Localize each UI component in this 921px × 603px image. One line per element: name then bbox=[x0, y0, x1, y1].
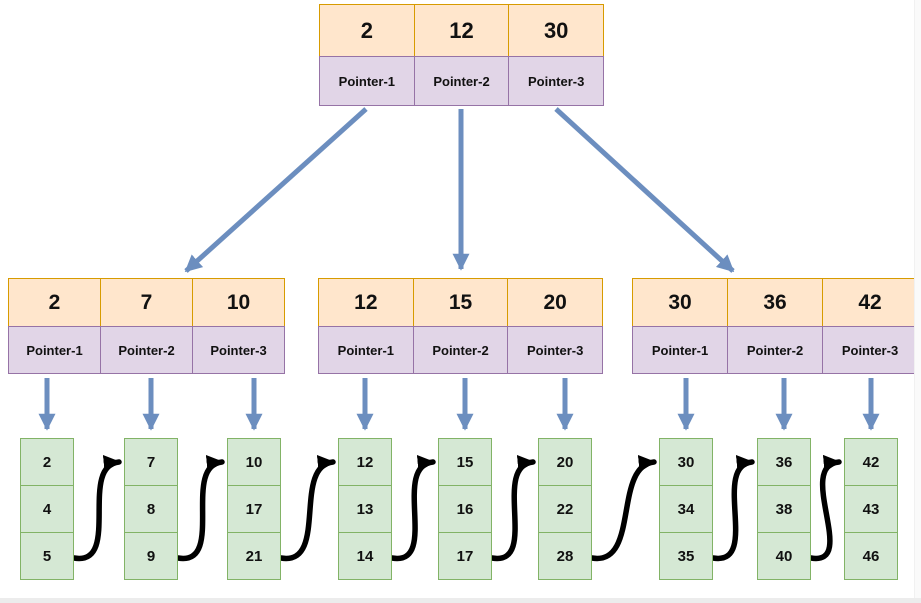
leaf-value-cell: 10 bbox=[227, 438, 281, 486]
tree-edge-arrow bbox=[554, 107, 735, 273]
tree-edge-arrow bbox=[184, 107, 368, 273]
leaf-value-cell: 12 bbox=[338, 438, 392, 486]
key-cell: 15 bbox=[412, 278, 509, 327]
leaf-node-5: 15 16 17 bbox=[438, 438, 492, 580]
leaf-value-cell: 34 bbox=[659, 485, 713, 533]
leaf-link-arrow bbox=[710, 455, 755, 561]
leaf-link-arrow bbox=[808, 454, 842, 561]
leaf-link-arrow bbox=[71, 455, 122, 561]
leaf-value-cell: 14 bbox=[338, 532, 392, 580]
pointer-cell: Pointer-3 bbox=[507, 326, 604, 374]
leaf-node-8: 36 38 40 bbox=[757, 438, 811, 580]
leaf-node-1: 2 4 5 bbox=[20, 438, 74, 580]
leaf-value-cell: 7 bbox=[124, 438, 178, 486]
pointer-cell: Pointer-2 bbox=[412, 326, 509, 374]
leaf-node-2: 7 8 9 bbox=[124, 438, 178, 580]
key-row: 2 7 10 bbox=[8, 278, 285, 327]
leaf-node-6: 20 22 28 bbox=[538, 438, 592, 580]
pointer-cell: Pointer-1 bbox=[319, 56, 415, 106]
leaf-node-7: 30 34 35 bbox=[659, 438, 713, 580]
key-cell: 2 bbox=[8, 278, 101, 327]
key-row: 30 36 42 bbox=[632, 278, 918, 327]
leaf-value-cell: 38 bbox=[757, 485, 811, 533]
key-cell: 7 bbox=[100, 278, 193, 327]
window-bottom-edge bbox=[0, 598, 921, 603]
pointer-row: Pointer-1 Pointer-2 Pointer-3 bbox=[318, 326, 604, 374]
root-pointer-row: Pointer-1 Pointer-2 Pointer-3 bbox=[319, 56, 605, 106]
pointer-cell: Pointer-1 bbox=[318, 326, 414, 374]
leaf-value-cell: 15 bbox=[438, 438, 492, 486]
internal-node-2: 12 15 20 Pointer-1 Pointer-2 Pointer-3 bbox=[318, 278, 604, 374]
leaf-value-cell: 17 bbox=[227, 485, 281, 533]
internal-node-3: 30 36 42 Pointer-1 Pointer-2 Pointer-3 bbox=[632, 278, 918, 374]
pointer-cell: Pointer-1 bbox=[8, 326, 101, 374]
leaf-value-cell: 9 bbox=[124, 532, 178, 580]
leaf-link-arrow bbox=[389, 455, 436, 561]
leaf-value-cell: 40 bbox=[757, 532, 811, 580]
leaf-value-cell: 8 bbox=[124, 485, 178, 533]
pointer-row: Pointer-1 Pointer-2 Pointer-3 bbox=[8, 326, 285, 374]
leaf-node-3: 10 17 21 bbox=[227, 438, 281, 580]
root-node: 2 12 30 Pointer-1 Pointer-2 Pointer-3 bbox=[319, 4, 605, 106]
key-cell: 2 bbox=[319, 4, 415, 57]
leaf-value-cell: 2 bbox=[20, 438, 74, 486]
leaf-value-cell: 28 bbox=[538, 532, 592, 580]
pointer-cell: Pointer-3 bbox=[508, 56, 605, 106]
leaf-value-cell: 43 bbox=[844, 485, 898, 533]
leaf-value-cell: 35 bbox=[659, 532, 713, 580]
leaf-value-cell: 36 bbox=[757, 438, 811, 486]
leaf-value-cell: 13 bbox=[338, 485, 392, 533]
pointer-row: Pointer-1 Pointer-2 Pointer-3 bbox=[632, 326, 918, 374]
leaf-value-cell: 5 bbox=[20, 532, 74, 580]
leaf-link-arrow bbox=[175, 455, 225, 561]
key-cell: 42 bbox=[822, 278, 918, 327]
key-cell: 30 bbox=[632, 278, 728, 327]
leaf-value-cell: 21 bbox=[227, 532, 281, 580]
root-key-row: 2 12 30 bbox=[319, 4, 605, 57]
leaf-link-arrow bbox=[589, 455, 657, 561]
key-cell: 12 bbox=[413, 4, 510, 57]
key-cell: 10 bbox=[192, 278, 285, 327]
leaf-value-cell: 42 bbox=[844, 438, 898, 486]
window-right-edge bbox=[914, 0, 921, 603]
leaf-link-arrow bbox=[278, 455, 336, 561]
leaf-node-9: 42 43 46 bbox=[844, 438, 898, 580]
pointer-cell: Pointer-2 bbox=[727, 326, 823, 374]
leaf-node-4: 12 13 14 bbox=[338, 438, 392, 580]
leaf-value-cell: 20 bbox=[538, 438, 592, 486]
leaf-value-cell: 16 bbox=[438, 485, 492, 533]
pointer-cell: Pointer-1 bbox=[632, 326, 728, 374]
key-cell: 20 bbox=[507, 278, 604, 327]
pointer-cell: Pointer-3 bbox=[192, 326, 285, 374]
key-cell: 30 bbox=[508, 4, 605, 57]
pointer-cell: Pointer-3 bbox=[822, 326, 918, 374]
leaf-value-cell: 30 bbox=[659, 438, 713, 486]
pointer-cell: Pointer-2 bbox=[100, 326, 193, 374]
internal-node-1: 2 7 10 Pointer-1 Pointer-2 Pointer-3 bbox=[8, 278, 285, 374]
key-row: 12 15 20 bbox=[318, 278, 604, 327]
key-cell: 36 bbox=[727, 278, 823, 327]
leaf-link-arrow bbox=[489, 455, 536, 561]
leaf-value-cell: 17 bbox=[438, 532, 492, 580]
leaf-value-cell: 22 bbox=[538, 485, 592, 533]
key-cell: 12 bbox=[318, 278, 414, 327]
leaf-value-cell: 46 bbox=[844, 532, 898, 580]
leaf-value-cell: 4 bbox=[20, 485, 74, 533]
pointer-cell: Pointer-2 bbox=[413, 56, 510, 106]
